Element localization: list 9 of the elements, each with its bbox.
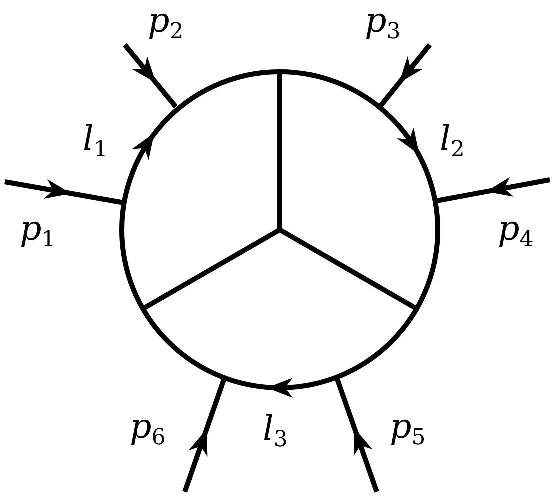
momentum-label: p$_{2}$ — [148, 4, 184, 44]
loop-momentum-label: l$_{3}$ — [263, 412, 288, 452]
momentum-label: p$_{4}$ — [498, 212, 534, 252]
momentum-label: p$_{5}$ — [390, 410, 426, 450]
loop-momentum-label: l$_{2}$ — [440, 122, 465, 162]
momentum-label: p$_{6}$ — [130, 410, 166, 450]
momentum-label: p$_{3}$ — [365, 4, 401, 44]
loop-momentum-label: l$_{1}$ — [83, 122, 108, 162]
momentum-label: p$_{1}$ — [20, 212, 56, 252]
